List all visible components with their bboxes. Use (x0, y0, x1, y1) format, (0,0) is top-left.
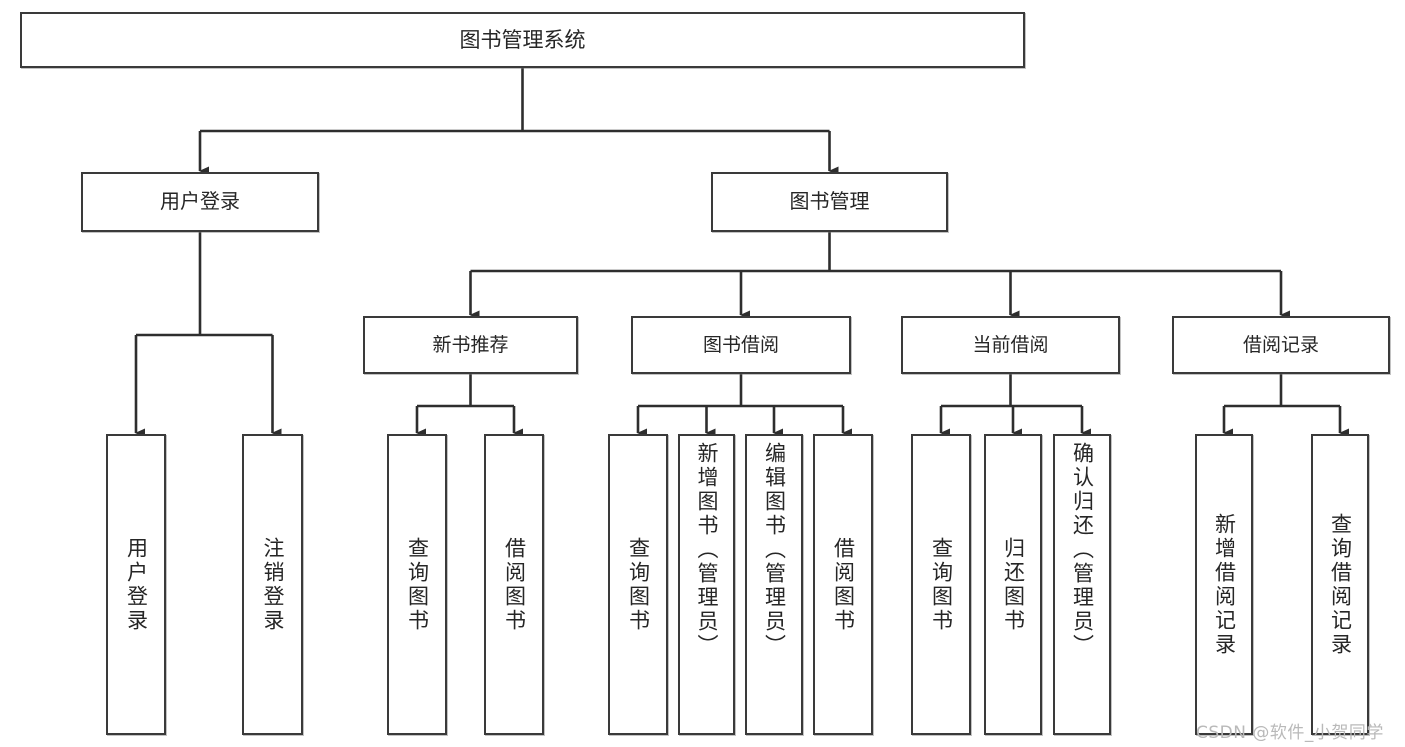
node-label: 查询借阅记录 (1328, 512, 1353, 657)
node-leaf-query-book-current[interactable]: 查询图书 (911, 434, 971, 735)
node-book-management[interactable]: 图书管理 (711, 172, 948, 232)
node-label: 借阅图书 (831, 536, 856, 633)
node-label: 注销登录 (261, 536, 285, 633)
node-label: 归还图书 (1001, 536, 1026, 633)
node-leaf-query-book[interactable]: 查询图书 (608, 434, 668, 735)
node-leaf-query-borrow-record[interactable]: 查询借阅记录 (1311, 434, 1369, 735)
node-user-login[interactable]: 用户登录 (81, 172, 319, 232)
node-borrow-record[interactable]: 借阅记录 (1172, 316, 1390, 374)
node-label: 图书管理 (789, 189, 870, 214)
node-label: 图书管理系统 (459, 27, 586, 52)
node-label: 当前借阅 (972, 333, 1049, 356)
node-leaf-edit-book-admin[interactable]: 编辑图书（管理员） (745, 434, 803, 735)
node-label: 查询图书 (405, 536, 430, 633)
csdn-watermark: CSDN @软件_小贺同学 (1196, 723, 1384, 743)
node-label: 编辑图书（管理员） (762, 442, 787, 658)
node-leaf-user-login[interactable]: 用户登录 (106, 434, 166, 735)
node-label: 用户登录 (124, 536, 149, 633)
node-label: 查询图书 (626, 536, 651, 633)
node-new-book-recommend[interactable]: 新书推荐 (363, 316, 578, 374)
node-label: 借阅图书 (502, 536, 527, 633)
node-label: 确认归还（管理员） (1070, 442, 1095, 658)
node-root[interactable]: 图书管理系统 (20, 12, 1025, 68)
node-label: 新增借阅记录 (1212, 512, 1237, 657)
node-current-borrow[interactable]: 当前借阅 (901, 316, 1120, 374)
node-label: 图书借阅 (702, 333, 779, 356)
node-leaf-query-book-new[interactable]: 查询图书 (387, 434, 447, 735)
node-book-borrow[interactable]: 图书借阅 (631, 316, 851, 374)
node-leaf-borrow-book[interactable]: 借阅图书 (813, 434, 873, 735)
node-label: 新书推荐 (432, 333, 509, 356)
node-leaf-user-logout[interactable]: 注销登录 (242, 434, 303, 735)
node-leaf-borrow-book-new[interactable]: 借阅图书 (484, 434, 544, 735)
node-label: 用户登录 (160, 189, 240, 214)
tree-connectors (134, 68, 1349, 438)
node-label: 查询图书 (929, 536, 954, 633)
node-label: 借阅记录 (1242, 333, 1319, 356)
node-leaf-confirm-return[interactable]: 确认归还（管理员） (1053, 434, 1111, 735)
node-leaf-add-book-admin[interactable]: 新增图书（管理员） (678, 434, 735, 735)
node-leaf-add-borrow-record[interactable]: 新增借阅记录 (1195, 434, 1253, 735)
node-leaf-return-book[interactable]: 归还图书 (984, 434, 1042, 735)
node-label: 新增图书（管理员） (695, 442, 719, 658)
